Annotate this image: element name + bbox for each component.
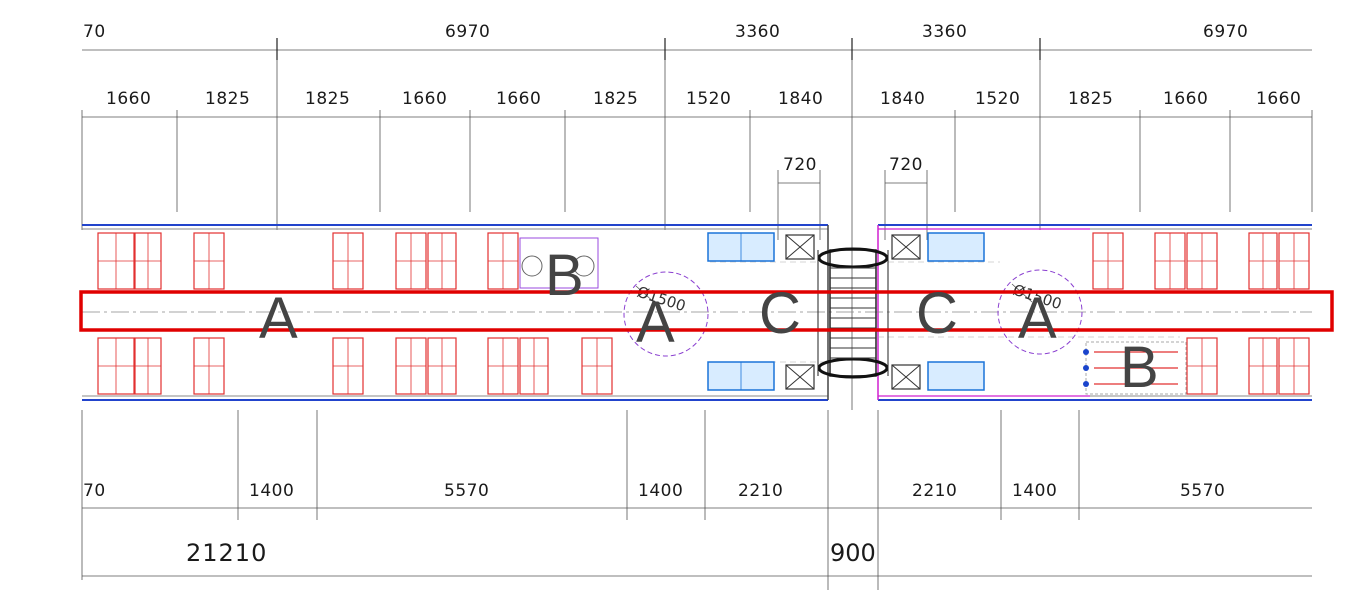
dim-top-2: 6970	[445, 22, 490, 42]
seats-bottom-right	[1186, 337, 1310, 395]
dim-bottom-3: 5570	[444, 481, 489, 501]
dim-seat-10: 1520	[975, 89, 1020, 109]
zone-label-a3: A	[1018, 286, 1057, 351]
dim-bottom-8: 5570	[1180, 481, 1225, 501]
seats-bottom-left	[97, 337, 613, 395]
seats-top-left	[97, 232, 519, 290]
zone-label-b2: B	[1120, 335, 1159, 400]
zone-label-b1: B	[545, 243, 584, 308]
dimension-row-top: 70 6970 3360 3360 6970	[82, 22, 1312, 60]
dim-seat-2: 1825	[205, 89, 250, 109]
benches	[707, 232, 985, 391]
dim-bottom-6: 2210	[912, 481, 957, 501]
dim-bottom-5: 2210	[738, 481, 783, 501]
dim-bottom-1: 70	[83, 481, 106, 501]
highlight-aisle-box	[79, 290, 1334, 332]
zone-label-c1: C	[759, 281, 801, 346]
dimension-row-seats: 1660 1825 1825 1660 1660 1825 1520 1840 …	[81, 60, 1313, 410]
seats-top-right	[1092, 232, 1310, 290]
dim-bottom-2: 1400	[249, 481, 294, 501]
dim-top-5: 6970	[1203, 22, 1248, 42]
dim-total-length: 21210	[186, 539, 267, 567]
dim-top-4: 3360	[922, 22, 967, 42]
dim-bottom-4: 1400	[638, 481, 683, 501]
zone-label-c2: C	[916, 281, 958, 346]
dim-seat-11: 1825	[1068, 89, 1113, 109]
dim-top-3: 3360	[735, 22, 780, 42]
dim-seat-13: 1660	[1256, 89, 1301, 109]
dim-seat-8: 1840	[778, 89, 823, 109]
bike-area-bottom	[1083, 341, 1187, 395]
turning-circles: Ø1500 Ø1500	[623, 269, 1083, 357]
dim-top-1: 70	[83, 22, 106, 42]
dim-seat-1: 1660	[106, 89, 151, 109]
dim-seat-3: 1825	[305, 89, 350, 109]
gangway	[817, 247, 889, 379]
dim-door-1: 720	[783, 155, 817, 175]
dim-seat-7: 1520	[686, 89, 731, 109]
dim-seat-9: 1840	[880, 89, 925, 109]
dim-seat-12: 1660	[1163, 89, 1208, 109]
zone-labels: A B A C C A B	[259, 243, 1159, 400]
car-body	[82, 224, 1312, 401]
dim-seat-4: 1660	[402, 89, 447, 109]
dimension-row-door: 720 720	[777, 155, 928, 240]
dim-gangway: 900	[830, 539, 876, 567]
dim-bottom-7: 1400	[1012, 481, 1057, 501]
dim-door-2: 720	[889, 155, 923, 175]
zone-label-a2: A	[636, 290, 675, 355]
wheelchair-area-top	[519, 237, 599, 289]
zone-label-a1: A	[259, 286, 298, 351]
dimension-row-bottom: 70 1400 5570 1400 2210 2210 1400 5570 21…	[81, 410, 1312, 590]
dim-seat-6: 1825	[593, 89, 638, 109]
dim-seat-5: 1660	[496, 89, 541, 109]
